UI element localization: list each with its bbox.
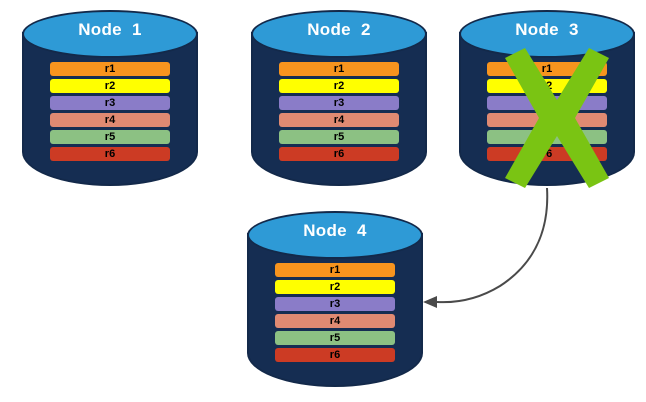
row-stack: r1 r2 r3 r4 r5 r6	[279, 62, 399, 161]
data-row[interactable]: r6	[487, 147, 607, 161]
data-row[interactable]: r3	[50, 96, 170, 110]
data-row[interactable]: r2	[50, 79, 170, 93]
node-label: Node 2	[307, 20, 371, 39]
data-row[interactable]: r2	[279, 79, 399, 93]
data-row[interactable]: r6	[275, 348, 395, 362]
row-stack: r1 r2 r3 r4 r5 r6	[50, 62, 170, 161]
cylinder-top-ellipse	[22, 10, 198, 58]
node-3[interactable]: Node 3 r1 r2 r3 r4 r5 r6	[459, 10, 635, 188]
data-row[interactable]: r3	[279, 96, 399, 110]
data-row[interactable]: r1	[275, 263, 395, 277]
row-stack: r1 r2 r3 r4 r5 r6	[275, 263, 395, 362]
row-stack: r1 r2 r3 r4 r5 r6	[487, 62, 607, 161]
data-row[interactable]: r6	[279, 147, 399, 161]
node-2[interactable]: Node 2 r1 r2 r3 r4 r5 r6	[251, 10, 427, 186]
node-4[interactable]: Node 4 r1 r2 r3 r4 r5 r6	[247, 211, 423, 387]
cylinder-top-ellipse	[251, 10, 427, 58]
data-row[interactable]: r5	[50, 130, 170, 144]
data-row[interactable]: r5	[275, 331, 395, 345]
node-label: Node 3	[515, 20, 579, 39]
data-row[interactable]: r4	[50, 113, 170, 127]
data-row[interactable]: r1	[50, 62, 170, 76]
data-row[interactable]: r5	[279, 130, 399, 144]
node-label: Node 1	[78, 20, 142, 39]
data-row[interactable]: r4	[279, 113, 399, 127]
data-row[interactable]: r1	[279, 62, 399, 76]
arrow-head-icon	[423, 296, 437, 308]
data-row[interactable]: r2	[487, 79, 607, 93]
curved-arrow-icon	[436, 187, 549, 304]
data-row[interactable]: r6	[50, 147, 170, 161]
node-1[interactable]: Node 1 r1 r2 r3 r4 r5 r6	[22, 10, 198, 186]
data-row[interactable]: r3	[487, 96, 607, 110]
data-row[interactable]: r3	[275, 297, 395, 311]
cylinder-top-ellipse	[247, 211, 423, 259]
data-row[interactable]: r4	[275, 314, 395, 328]
data-row[interactable]: r4	[487, 113, 607, 127]
data-row[interactable]: r1	[487, 62, 607, 76]
data-row[interactable]: r2	[275, 280, 395, 294]
data-row[interactable]: r5	[487, 130, 607, 144]
node-label: Node 4	[303, 221, 367, 240]
